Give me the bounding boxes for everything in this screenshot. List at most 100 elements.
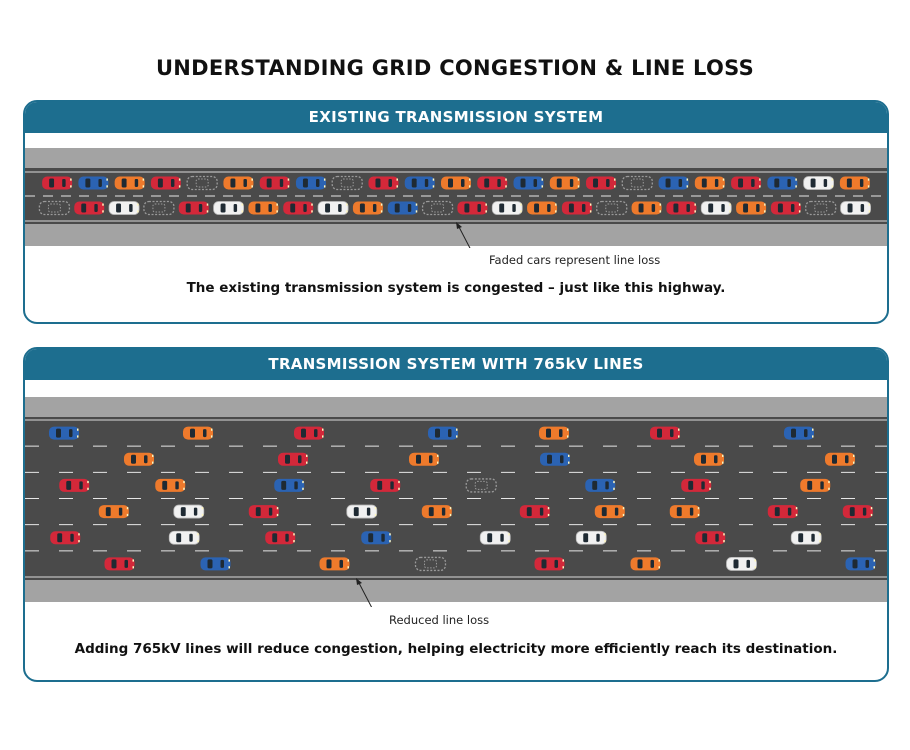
car <box>669 505 700 519</box>
car <box>361 531 392 545</box>
congested-highway-graphic <box>25 148 887 248</box>
car <box>840 201 871 215</box>
faded-car <box>596 200 628 216</box>
car <box>825 452 855 466</box>
callout-leader-line <box>458 226 471 248</box>
car <box>317 201 349 215</box>
car <box>428 426 458 440</box>
car <box>790 530 822 545</box>
car <box>295 176 326 190</box>
car <box>104 557 135 571</box>
car <box>695 531 726 545</box>
car <box>549 176 580 190</box>
car <box>124 452 154 466</box>
car <box>319 557 350 571</box>
car <box>49 426 79 440</box>
car <box>800 478 831 492</box>
top-shoulder <box>25 148 887 168</box>
faded-car <box>421 200 454 216</box>
upgraded-system-caption: Adding 765kV lines will reduce congestio… <box>74 641 838 657</box>
car <box>278 452 308 466</box>
callout-leader-line <box>358 582 373 607</box>
car <box>42 176 73 190</box>
car <box>108 201 140 215</box>
car <box>479 530 511 545</box>
car <box>767 505 798 519</box>
faded-car <box>465 478 497 493</box>
car <box>50 531 81 545</box>
car <box>731 176 762 190</box>
car <box>631 201 662 215</box>
car <box>59 478 90 492</box>
car <box>784 426 814 440</box>
car <box>540 452 570 466</box>
car <box>387 201 418 215</box>
car <box>248 201 279 215</box>
car <box>539 426 569 440</box>
asphalt <box>25 417 887 580</box>
car <box>421 505 452 519</box>
car <box>223 176 254 190</box>
free-flowing-highway-graphic <box>25 397 887 607</box>
existing-system-caption: The existing transmission system is cong… <box>186 280 726 296</box>
faded-car <box>186 175 218 191</box>
congested-highway <box>25 148 887 248</box>
car <box>726 557 757 571</box>
car <box>98 505 129 519</box>
car <box>736 201 767 215</box>
car <box>265 531 296 545</box>
faded-car <box>621 175 653 191</box>
page-title: UNDERSTANDING GRID CONGESTION & LINE LOS… <box>155 56 755 80</box>
bottom-shoulder <box>25 224 887 246</box>
car <box>767 176 798 190</box>
car <box>803 176 835 190</box>
car <box>274 478 305 492</box>
car <box>561 201 592 215</box>
car <box>283 201 314 215</box>
existing-system-header: EXISTING TRANSMISSION SYSTEM <box>25 102 887 133</box>
car <box>78 176 109 190</box>
car <box>534 557 565 571</box>
car <box>155 478 186 492</box>
car <box>519 505 550 519</box>
car <box>491 201 523 215</box>
car <box>527 201 558 215</box>
car <box>441 176 471 190</box>
upgraded-system-panel: TRANSMISSION SYSTEM WITH 765kV LINES Red… <box>23 347 889 682</box>
faded-car <box>805 200 837 216</box>
existing-system-panel: EXISTING TRANSMISSION SYSTEM Faded cars … <box>23 100 889 324</box>
upgraded-system-header: TRANSMISSION SYSTEM WITH 765kV LINES <box>25 349 887 380</box>
car <box>346 504 378 519</box>
car <box>585 478 616 492</box>
car <box>150 176 181 190</box>
car <box>74 201 105 215</box>
faded-car <box>38 200 71 216</box>
car <box>457 201 488 215</box>
line-loss-callout: Faded cars represent line loss <box>489 253 661 267</box>
faded-car <box>331 175 363 191</box>
car <box>370 478 401 492</box>
car <box>630 557 661 571</box>
car <box>368 176 399 190</box>
car <box>694 452 724 466</box>
car <box>658 176 689 190</box>
car <box>650 426 680 440</box>
car <box>200 557 231 571</box>
car <box>594 505 625 519</box>
car <box>248 505 279 519</box>
car <box>168 530 200 545</box>
car <box>183 426 213 440</box>
car <box>513 176 544 190</box>
faded-car <box>143 200 175 216</box>
car <box>259 176 290 190</box>
car <box>842 505 873 519</box>
reduced-loss-callout: Reduced line loss <box>389 613 490 627</box>
car <box>845 557 876 571</box>
car <box>409 452 439 466</box>
car <box>681 478 712 492</box>
free-flowing-highway <box>25 397 887 607</box>
car <box>700 201 732 215</box>
bottom-shoulder <box>25 580 887 602</box>
car <box>213 201 244 215</box>
faded-car <box>414 556 447 572</box>
